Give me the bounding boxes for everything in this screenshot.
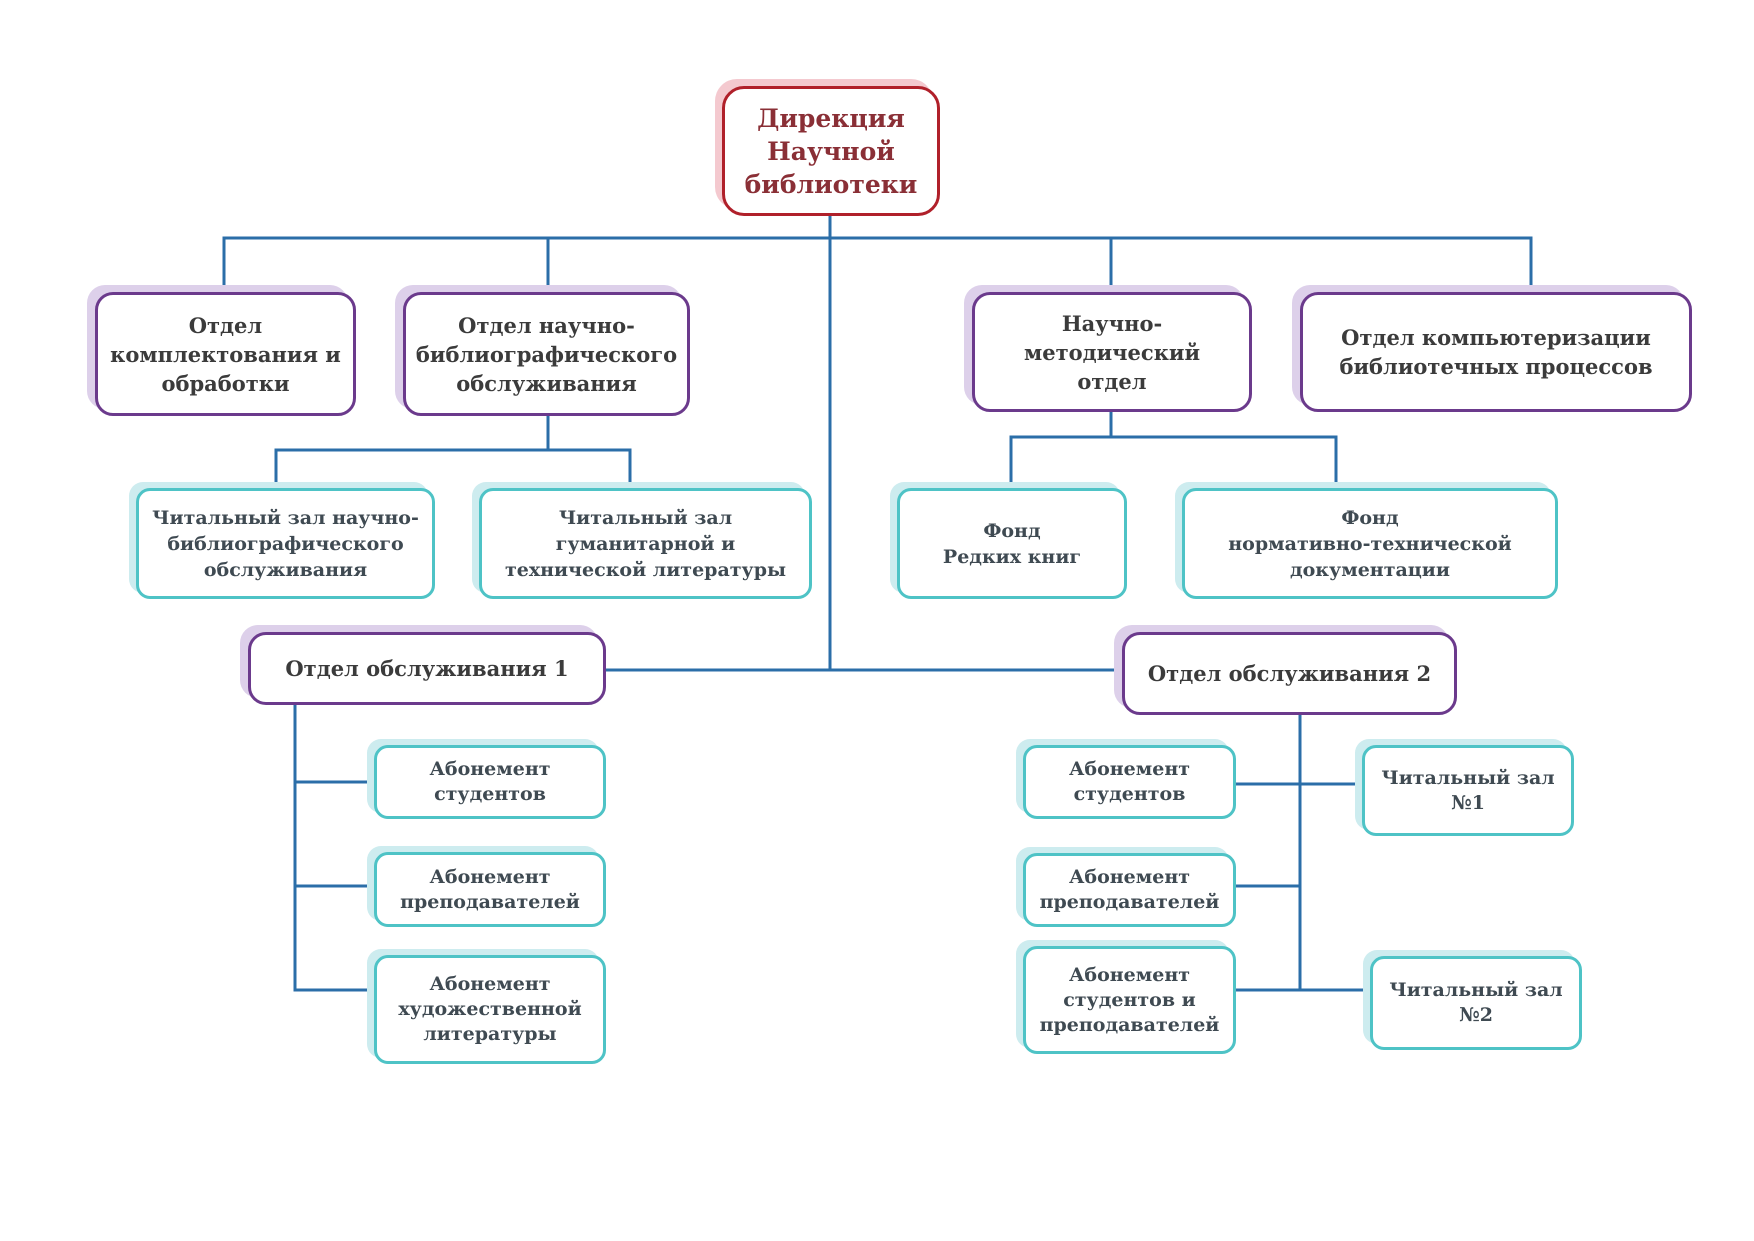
unit-s1-teachers-box: Абонемент преподавателей — [374, 852, 606, 927]
unit-s1-students-box: Абонемент студентов — [374, 745, 606, 819]
unit-s2-teachers-box: Абонемент преподавателей — [1023, 853, 1236, 927]
unit-s1-fiction-box: Абонемент художественной литературы — [374, 955, 606, 1064]
unit-normative-fund-box: Фонд нормативно-технической документации — [1182, 488, 1558, 599]
unit-s2-students-teachers-box: Абонемент студентов и преподавателей — [1023, 946, 1236, 1054]
unit-rare-books-box: Фонд Редких книг — [897, 488, 1127, 599]
dept-service2-box: Отдел обслуживания 2 — [1122, 632, 1457, 715]
dept-computerization-box: Отдел компьютеризации библиотечных проце… — [1300, 292, 1692, 412]
unit-s2-reading1-box: Читальный зал №1 — [1362, 745, 1574, 836]
director-box: Дирекция Научной библиотеки — [722, 86, 940, 216]
dept-acquisition-box: Отдел комплектования и обработки — [95, 292, 356, 416]
dept-bibliographic-box: Отдел научно- библиографического обслужи… — [403, 292, 690, 416]
unit-reading-humanitarian-box: Читальный зал гуманитарной и технической… — [479, 488, 812, 599]
unit-s2-reading2-box: Читальный зал №2 — [1370, 956, 1582, 1050]
unit-reading-bibliographic-box: Читальный зал научно- библиографического… — [136, 488, 435, 599]
dept-service1-box: Отдел обслуживания 1 — [248, 632, 606, 705]
unit-s2-students-box: Абонемент студентов — [1023, 745, 1236, 819]
dept-methodical-box: Научно- методический отдел — [972, 292, 1252, 412]
